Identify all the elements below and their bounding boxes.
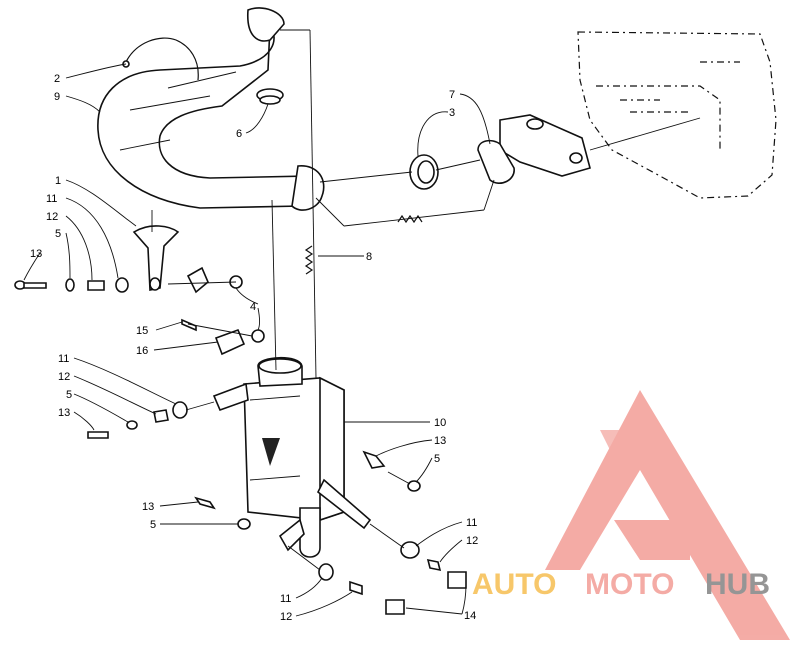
callout-13: 13 [434,435,446,447]
callout-4: 4 [250,301,256,313]
callout-2: 2 [54,73,60,85]
exhaust-spring [304,214,423,275]
automotohub-logo: AUTO MOTO HUB [472,390,790,640]
callout-16: 16 [136,345,148,357]
callout-9: 9 [54,91,60,103]
assembly-lines [151,29,495,571]
logo-word-moto: MOTO [585,568,674,601]
callout-8: 8 [366,251,372,263]
callout-6: 6 [236,128,242,140]
callout-13: 13 [142,501,154,513]
callout-7: 7 [449,89,455,101]
logo-word-hub: HUB [705,568,770,601]
callout-12: 12 [58,371,70,383]
logo-word-auto: AUTO [472,568,556,601]
support-bracket [14,225,265,356]
expansion-chamber-pipe [97,7,325,211]
callout-5: 5 [55,228,61,240]
grommet [256,88,284,105]
callout-11: 11 [280,593,291,605]
callout-1: 1 [55,175,61,187]
callout-15: 15 [136,325,148,337]
callout-14: 14 [464,610,476,622]
callout-13: 13 [30,248,42,260]
callout-5: 5 [66,389,72,401]
callout-12: 12 [466,535,478,547]
engine-outline [577,31,777,199]
callout-13: 13 [58,407,70,419]
callout-labels: 2 9 6 7 3 1 11 12 5 13 8 4 15 16 11 12 5… [30,73,478,623]
callout-10: 10 [434,417,446,429]
leader-lines [23,63,491,617]
callout-5: 5 [150,519,156,531]
callout-11: 11 [466,517,477,529]
gasket-ring [409,154,439,190]
callout-5: 5 [434,453,440,465]
callout-12: 12 [46,211,58,223]
callout-3: 3 [449,107,455,119]
muffler [212,356,372,558]
callout-12: 12 [280,611,292,623]
exhaust-manifold [477,114,701,184]
callout-11: 11 [58,353,69,365]
callout-11: 11 [46,193,57,205]
muffler-hardware [87,401,467,615]
